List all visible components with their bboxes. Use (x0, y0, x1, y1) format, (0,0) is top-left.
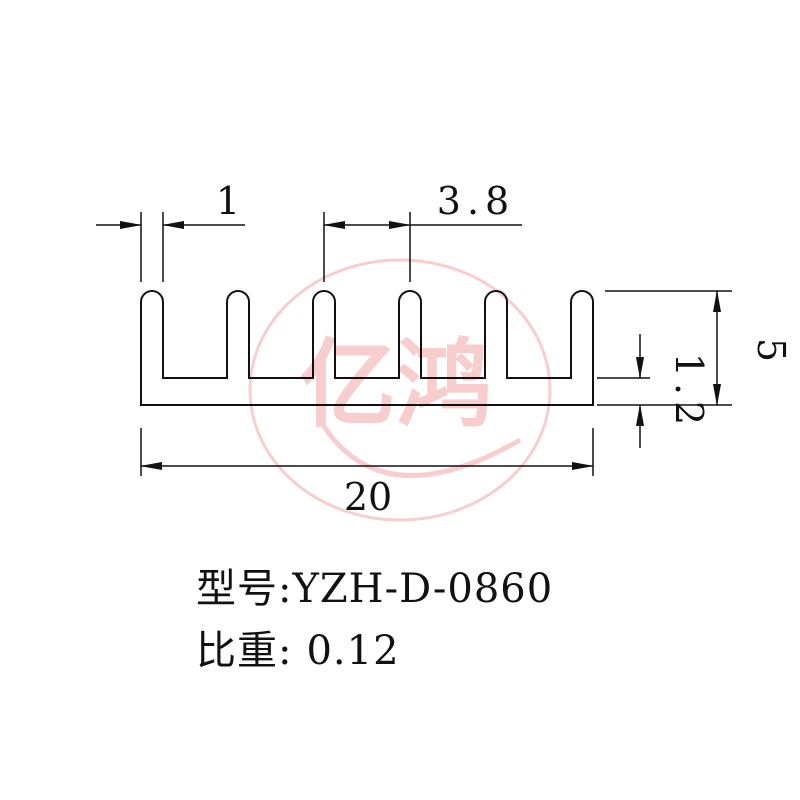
density-caption: 比重: 0.12 (196, 618, 400, 676)
dim-fin-thickness-label: 1 (216, 179, 240, 223)
dim-base-thickness-label: 1.2 (667, 353, 711, 431)
model-caption: 型号:YZH-D-0860 (196, 556, 553, 614)
heatsink-profile (140, 290, 594, 406)
density-label: 比重: (196, 628, 293, 674)
dim-overall-height-label: 5 (749, 338, 793, 362)
model-value: YZH-D-0860 (292, 566, 554, 612)
density-value: 0.12 (306, 628, 400, 674)
model-label: 型号: (196, 566, 293, 612)
dim-fin-pitch-label: 3.8 (437, 179, 515, 223)
dim-overall-width-label: 20 (344, 475, 392, 519)
watermark-logo: 亿鸿 (248, 258, 552, 522)
watermark-text: 亿鸿 (300, 329, 492, 441)
